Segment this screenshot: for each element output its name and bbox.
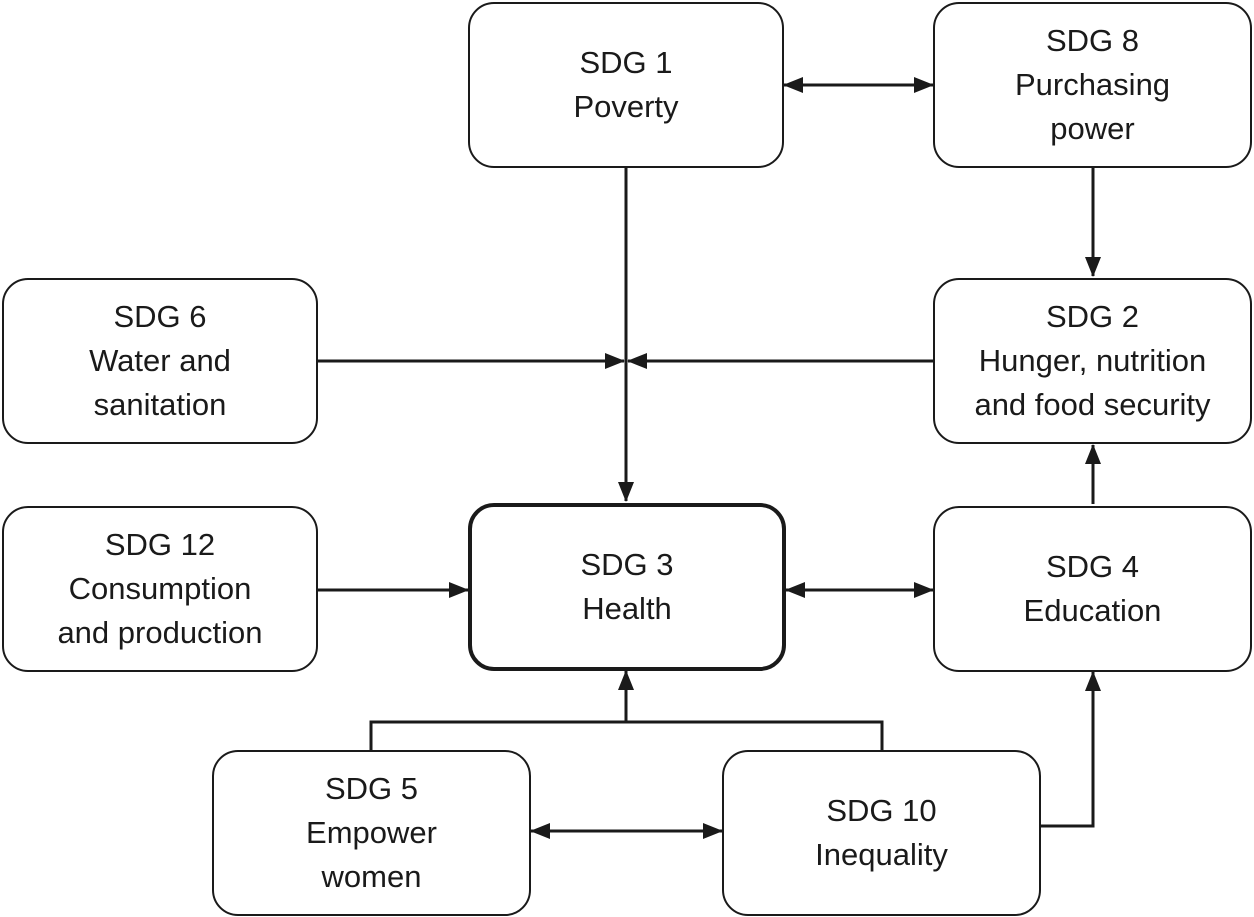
node-code: SDG 4	[1045, 549, 1140, 584]
node-code: SDG 6	[113, 299, 207, 334]
node-sdg8: SDG 8 Purchasing power	[933, 2, 1252, 168]
node-label: Consumption	[68, 571, 252, 606]
node-label: Purchasing	[1014, 67, 1171, 102]
node-sdg1: SDG 1 Poverty	[468, 2, 784, 168]
node-code: SDG 3	[580, 547, 674, 582]
node-label: Education	[1023, 593, 1162, 628]
node-label: and food security	[974, 387, 1211, 422]
node-sdg2: SDG 2 Hunger, nutrition and food securit…	[933, 278, 1252, 444]
node-sdg12: SDG 12 Consumption and production	[2, 506, 318, 672]
node-code: SDG 1	[579, 45, 673, 80]
node-code: SDG 10	[826, 793, 937, 828]
node-label: power	[1050, 111, 1135, 146]
node-label: and production	[57, 615, 263, 650]
node-sdg3: SDG 3 Health	[468, 503, 786, 671]
node-label: Poverty	[573, 89, 679, 124]
node-label: Health	[582, 591, 672, 626]
node-code: SDG 12	[104, 527, 216, 562]
node-label: Hunger, nutrition	[978, 343, 1207, 378]
node-code: SDG 2	[1045, 299, 1140, 334]
node-label: sanitation	[93, 387, 227, 422]
edge-sdg10-sdg4	[1041, 671, 1101, 828]
edge-sdg5-sdg10-bracket	[369, 720, 884, 750]
node-sdg10: SDG 10 Inequality	[722, 750, 1041, 916]
node-label: Inequality	[815, 837, 948, 872]
node-sdg5: SDG 5 Empower women	[212, 750, 531, 916]
node-label: Empower	[306, 815, 437, 850]
node-sdg6: SDG 6 Water and sanitation	[2, 278, 318, 444]
node-label: women	[321, 859, 422, 894]
node-sdg4: SDG 4 Education	[933, 506, 1252, 672]
node-code: SDG 8	[1045, 23, 1140, 58]
node-label: Water and	[89, 343, 231, 378]
node-code: SDG 5	[324, 771, 419, 806]
